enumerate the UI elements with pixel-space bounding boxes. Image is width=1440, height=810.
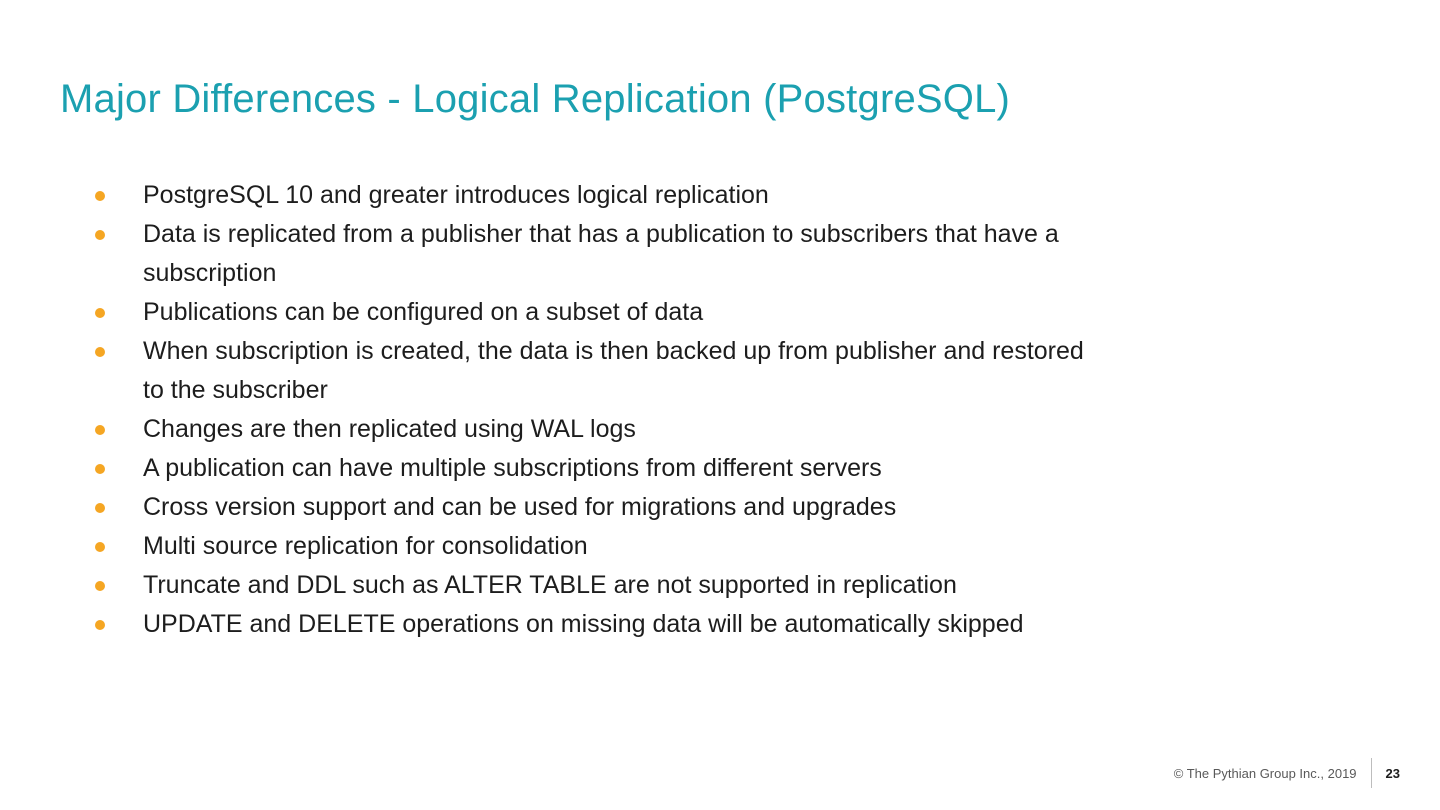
page-title: Major Differences - Logical Replication … [60, 77, 1011, 121]
list-item: Data is replicated from a publisher that… [95, 215, 1095, 293]
list-item: Truncate and DDL such as ALTER TABLE are… [95, 566, 1095, 605]
bullet-icon [95, 620, 105, 630]
bullet-icon [95, 581, 105, 591]
list-item: Changes are then replicated using WAL lo… [95, 410, 1095, 449]
list-item: Multi source replication for consolidati… [95, 527, 1095, 566]
bullet-text: PostgreSQL 10 and greater introduces log… [143, 181, 769, 209]
list-item: Cross version support and can be used fo… [95, 488, 1095, 527]
bullet-icon [95, 230, 105, 240]
slide-footer: © The Pythian Group Inc., 2019 23 [1174, 758, 1400, 788]
list-item: A publication can have multiple subscrip… [95, 449, 1095, 488]
page-number: 23 [1385, 765, 1400, 781]
footer-divider [1370, 758, 1372, 788]
bullet-text: Multi source replication for consolidati… [143, 532, 588, 560]
bullet-icon [95, 503, 105, 513]
bullet-text: A publication can have multiple subscrip… [143, 454, 882, 482]
list-item: Publications can be configured on a subs… [95, 293, 1095, 332]
bullet-text: Truncate and DDL such as ALTER TABLE are… [143, 571, 957, 599]
bullet-icon [95, 308, 105, 318]
list-item: UPDATE and DELETE operations on missing … [95, 605, 1095, 644]
bullet-text: Publications can be configured on a subs… [143, 298, 704, 326]
bullet-text: Changes are then replicated using WAL lo… [143, 415, 636, 443]
bullet-icon [95, 425, 105, 435]
bullet-icon [95, 464, 105, 474]
bullet-text: When subscription is created, the data i… [143, 337, 1084, 404]
bullet-text: Cross version support and can be used fo… [143, 493, 897, 521]
bullet-text: UPDATE and DELETE operations on missing … [143, 610, 1024, 638]
bullet-icon [95, 191, 105, 201]
bullet-text: Data is replicated from a publisher that… [143, 220, 1059, 287]
list-item: PostgreSQL 10 and greater introduces log… [95, 176, 1095, 215]
bullet-list: PostgreSQL 10 and greater introduces log… [95, 176, 1095, 644]
bullet-icon [95, 542, 105, 552]
copyright-text: © The Pythian Group Inc., 2019 [1173, 765, 1357, 781]
list-item: When subscription is created, the data i… [95, 332, 1095, 410]
bullet-icon [95, 347, 105, 357]
